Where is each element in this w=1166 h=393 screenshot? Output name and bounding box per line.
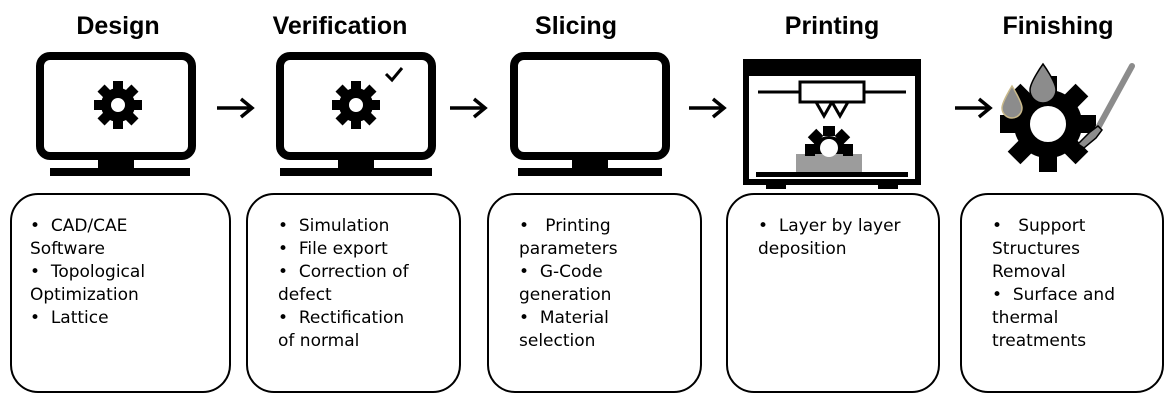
bullet-line: Software [30, 239, 105, 259]
bullet-line: generation [519, 285, 612, 305]
3d-printer-icon [743, 59, 921, 189]
arrow-right-icon [955, 97, 993, 119]
drop-icon [1001, 84, 1023, 119]
bullet-line: treatments [992, 331, 1087, 351]
bullet-line: • Layer by layer [758, 216, 901, 236]
bullet-line: • Lattice [30, 308, 109, 328]
bullet-line: • Correction of [278, 262, 409, 282]
arrow-right-icon [217, 97, 255, 119]
bullet-line: • Rectification [278, 308, 405, 328]
gear-paintbrush-icon [1000, 62, 1135, 172]
bullet-line: • G-Code [519, 262, 603, 282]
bullet-line: defect [278, 285, 332, 305]
bullet-line: Structures [992, 239, 1080, 259]
bullet-line: • CAD/CAE [30, 216, 128, 236]
stage-box-finishing: • Support Structures Removal • Surface a… [960, 193, 1164, 393]
stage-box-verification: • Simulation • File export • Correction … [246, 193, 461, 393]
paintbrush-icon [1076, 63, 1135, 149]
stage-title-verification: Verification [272, 12, 408, 40]
stage-box-printing: • Layer by layer deposition [726, 193, 940, 393]
check-icon [384, 67, 404, 83]
monitor-sliced-gear-icon [510, 52, 670, 176]
drop-icon [1029, 62, 1057, 104]
bullet-line: • Printing [519, 216, 611, 236]
arrow-right-icon [689, 97, 727, 119]
monitor-gear-icon [36, 52, 196, 176]
monitor-gear-check-icon [276, 52, 436, 176]
bullet-line: of normal [278, 331, 360, 351]
stage-title-design: Design [76, 12, 160, 40]
stage-box-design: • CAD/CAE Software • Topological Optimiz… [10, 193, 231, 393]
bullet-line: • Surface and [992, 285, 1115, 305]
stage-title-slicing: Slicing [535, 12, 617, 40]
bullet-line: Optimization [30, 285, 139, 305]
bullet-line: • Material [519, 308, 609, 328]
bullet-line: thermal [992, 308, 1059, 328]
stage-box-slicing: • Printing parameters • G-Code generatio… [487, 193, 702, 393]
bullet-line: • Simulation [278, 216, 390, 236]
stage-title-printing: Printing [784, 12, 880, 40]
bullet-line: selection [519, 331, 596, 351]
bullet-line: • Topological [30, 262, 146, 282]
stage-title-finishing: Finishing [1002, 12, 1114, 40]
bullet-line: parameters [519, 239, 618, 259]
bullet-line: deposition [758, 239, 847, 259]
bullet-line: • Support [992, 216, 1086, 236]
bullet-line: Removal [992, 262, 1066, 282]
arrow-right-icon [450, 97, 488, 119]
bullet-line: • File export [278, 239, 388, 259]
